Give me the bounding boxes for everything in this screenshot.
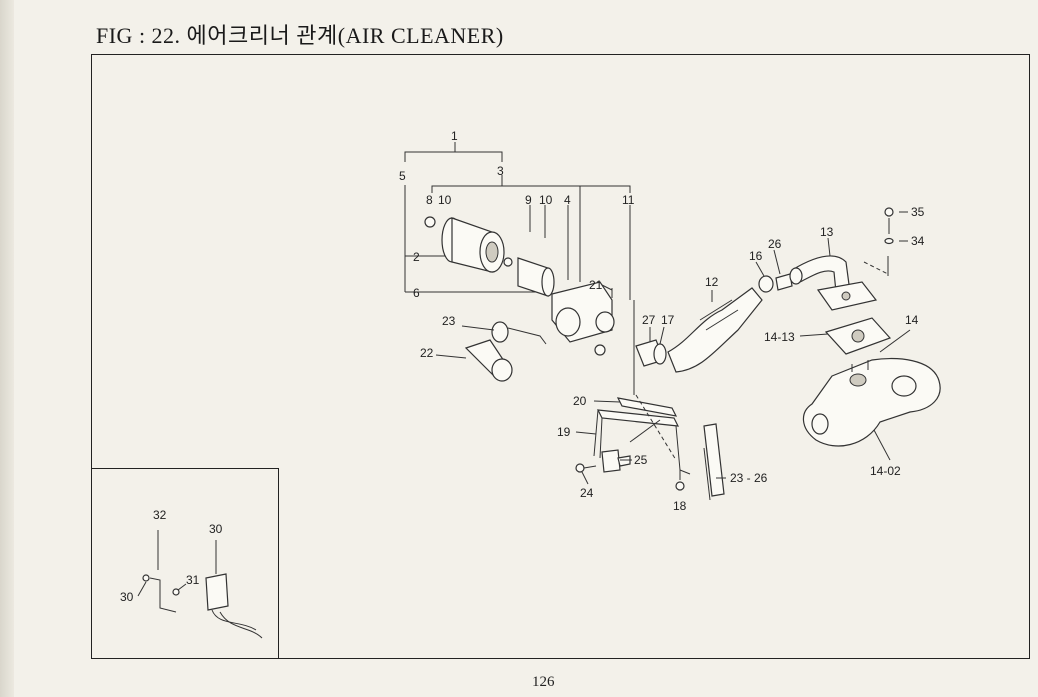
callout-8: 8 xyxy=(426,193,433,207)
callout-10-a: 10 xyxy=(438,193,452,207)
callout-30-b: 30 xyxy=(120,590,134,604)
callout-30-a: 30 xyxy=(209,522,223,536)
callout-labels: 1 3 5 8 10 9 10 4 11 2 6 21 23 22 27 17 … xyxy=(120,129,925,604)
diagram-frame xyxy=(91,54,1030,659)
callout-3: 3 xyxy=(497,164,504,178)
bracket-bolt xyxy=(575,463,597,473)
intake-manifold xyxy=(802,357,941,447)
scan-edge xyxy=(0,0,14,697)
page-number: 126 xyxy=(532,674,555,690)
callout-2: 2 xyxy=(413,250,420,264)
callout-25: 25 xyxy=(634,453,648,467)
connector-hose xyxy=(635,339,667,367)
callout-23-a: 23 xyxy=(442,314,456,328)
callout-19: 19 xyxy=(557,425,571,439)
stud-guide-line xyxy=(863,261,889,275)
callout-10-b: 10 xyxy=(539,193,553,207)
callout-14-13: 14-13 xyxy=(764,330,795,344)
callout-20: 20 xyxy=(573,394,587,408)
inset-solenoid-detail xyxy=(142,530,263,639)
elbow-flange xyxy=(816,281,878,311)
callout-31: 31 xyxy=(186,573,200,587)
air-cleaner-housing xyxy=(551,281,615,356)
callout-4: 4 xyxy=(564,193,571,207)
callout-13: 13 xyxy=(820,225,834,239)
callout-22: 22 xyxy=(420,346,434,360)
callout-32: 32 xyxy=(153,508,167,522)
callout-6: 6 xyxy=(413,286,420,300)
callout-1: 1 xyxy=(451,129,458,143)
inlet-pipe xyxy=(464,339,513,382)
callout-12: 12 xyxy=(705,275,719,289)
callout-5: 5 xyxy=(399,169,406,183)
callout-11: 11 xyxy=(622,193,635,207)
intake-hose xyxy=(667,287,763,373)
callout-17: 17 xyxy=(661,313,675,327)
page-title: FIG : 22. 에어크리너 관계(AIR CLEANER) xyxy=(96,23,504,48)
callout-35: 35 xyxy=(911,205,925,219)
assembly-brackets xyxy=(404,142,635,395)
hose-clamp xyxy=(758,273,793,293)
callout-9: 9 xyxy=(525,193,532,207)
callout-14: 14 xyxy=(905,313,919,327)
callout-26: 26 xyxy=(768,237,782,251)
callout-23-26: 23 - 26 xyxy=(730,471,768,485)
filter-cartridge xyxy=(517,257,555,297)
mount-bolt xyxy=(675,470,685,491)
nut-and-washer xyxy=(884,207,894,245)
callout-27: 27 xyxy=(642,313,656,327)
drain-tube xyxy=(703,423,725,501)
callout-21: 21 xyxy=(589,278,603,292)
callout-24: 24 xyxy=(580,486,594,500)
leader-lines xyxy=(137,211,911,597)
gasket-plate xyxy=(824,317,892,355)
callout-16: 16 xyxy=(749,249,763,263)
bracket-guide-line xyxy=(635,394,677,461)
callout-18: 18 xyxy=(673,499,687,513)
callout-34: 34 xyxy=(911,234,925,248)
callout-14-02: 14-02 xyxy=(870,464,901,478)
solenoid-valve xyxy=(601,449,631,473)
hose-band xyxy=(491,321,547,345)
air-cleaner-element xyxy=(424,216,513,273)
inset-frame xyxy=(91,468,279,659)
